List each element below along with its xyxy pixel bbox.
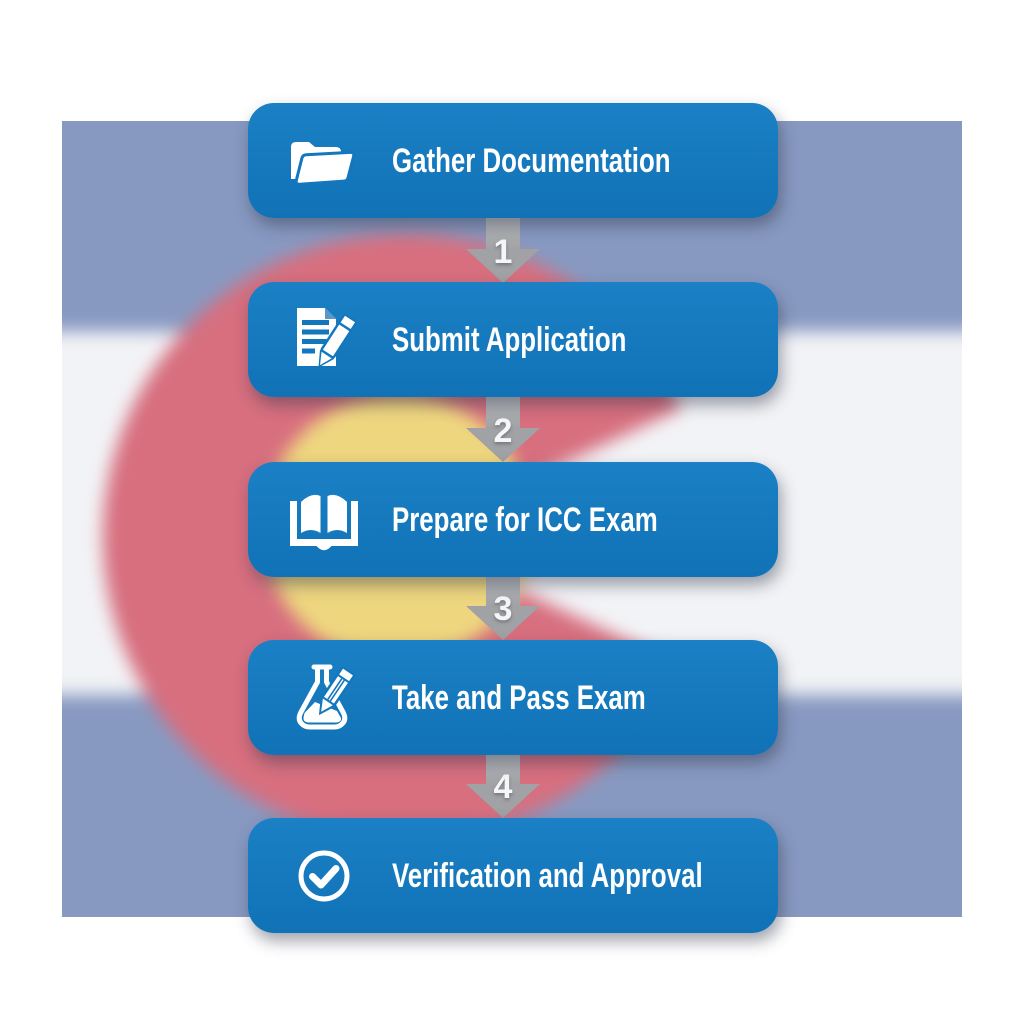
step-label: Verification and Approval xyxy=(392,856,703,895)
arrow-shaft xyxy=(486,576,520,606)
step-number-badge: 2 xyxy=(493,412,513,450)
arrow-head-icon xyxy=(466,784,540,818)
step-box-gather-documentation: Gather Documentation xyxy=(248,103,778,218)
step-box-verification-and-approval: Verification and Approval xyxy=(248,818,778,933)
connector-arrow-1: 1 xyxy=(466,217,540,283)
step-label: Take and Pass Exam xyxy=(392,678,646,717)
arrow-shaft xyxy=(486,396,520,428)
arrow-head-icon xyxy=(466,428,540,462)
flask-pencil-icon xyxy=(282,660,366,736)
document-pencil-icon xyxy=(282,301,366,379)
arrow-shaft xyxy=(486,217,520,249)
step-label: Submit Application xyxy=(392,320,627,359)
arrow-head-icon xyxy=(466,249,540,283)
folder-open-icon xyxy=(282,131,366,191)
step-number-badge: 4 xyxy=(493,768,513,806)
step-box-take-and-pass-exam: Take and Pass Exam xyxy=(248,640,778,755)
step-number-badge: 1 xyxy=(493,233,513,271)
step-box-submit-application: Submit Application xyxy=(248,282,778,397)
step-label: Prepare for ICC Exam xyxy=(392,500,658,539)
arrow-head-icon xyxy=(466,606,540,640)
connector-arrow-4: 4 xyxy=(466,754,540,818)
open-book-icon xyxy=(282,488,366,552)
arrow-shaft xyxy=(486,754,520,784)
connector-arrow-3: 3 xyxy=(466,576,540,640)
step-label: Gather Documentation xyxy=(392,141,671,180)
connector-arrow-2: 2 xyxy=(466,396,540,462)
step-box-prepare-for-icc-exam: Prepare for ICC Exam xyxy=(248,462,778,577)
step-number-badge: 3 xyxy=(493,590,513,628)
check-circle-icon xyxy=(282,847,366,905)
